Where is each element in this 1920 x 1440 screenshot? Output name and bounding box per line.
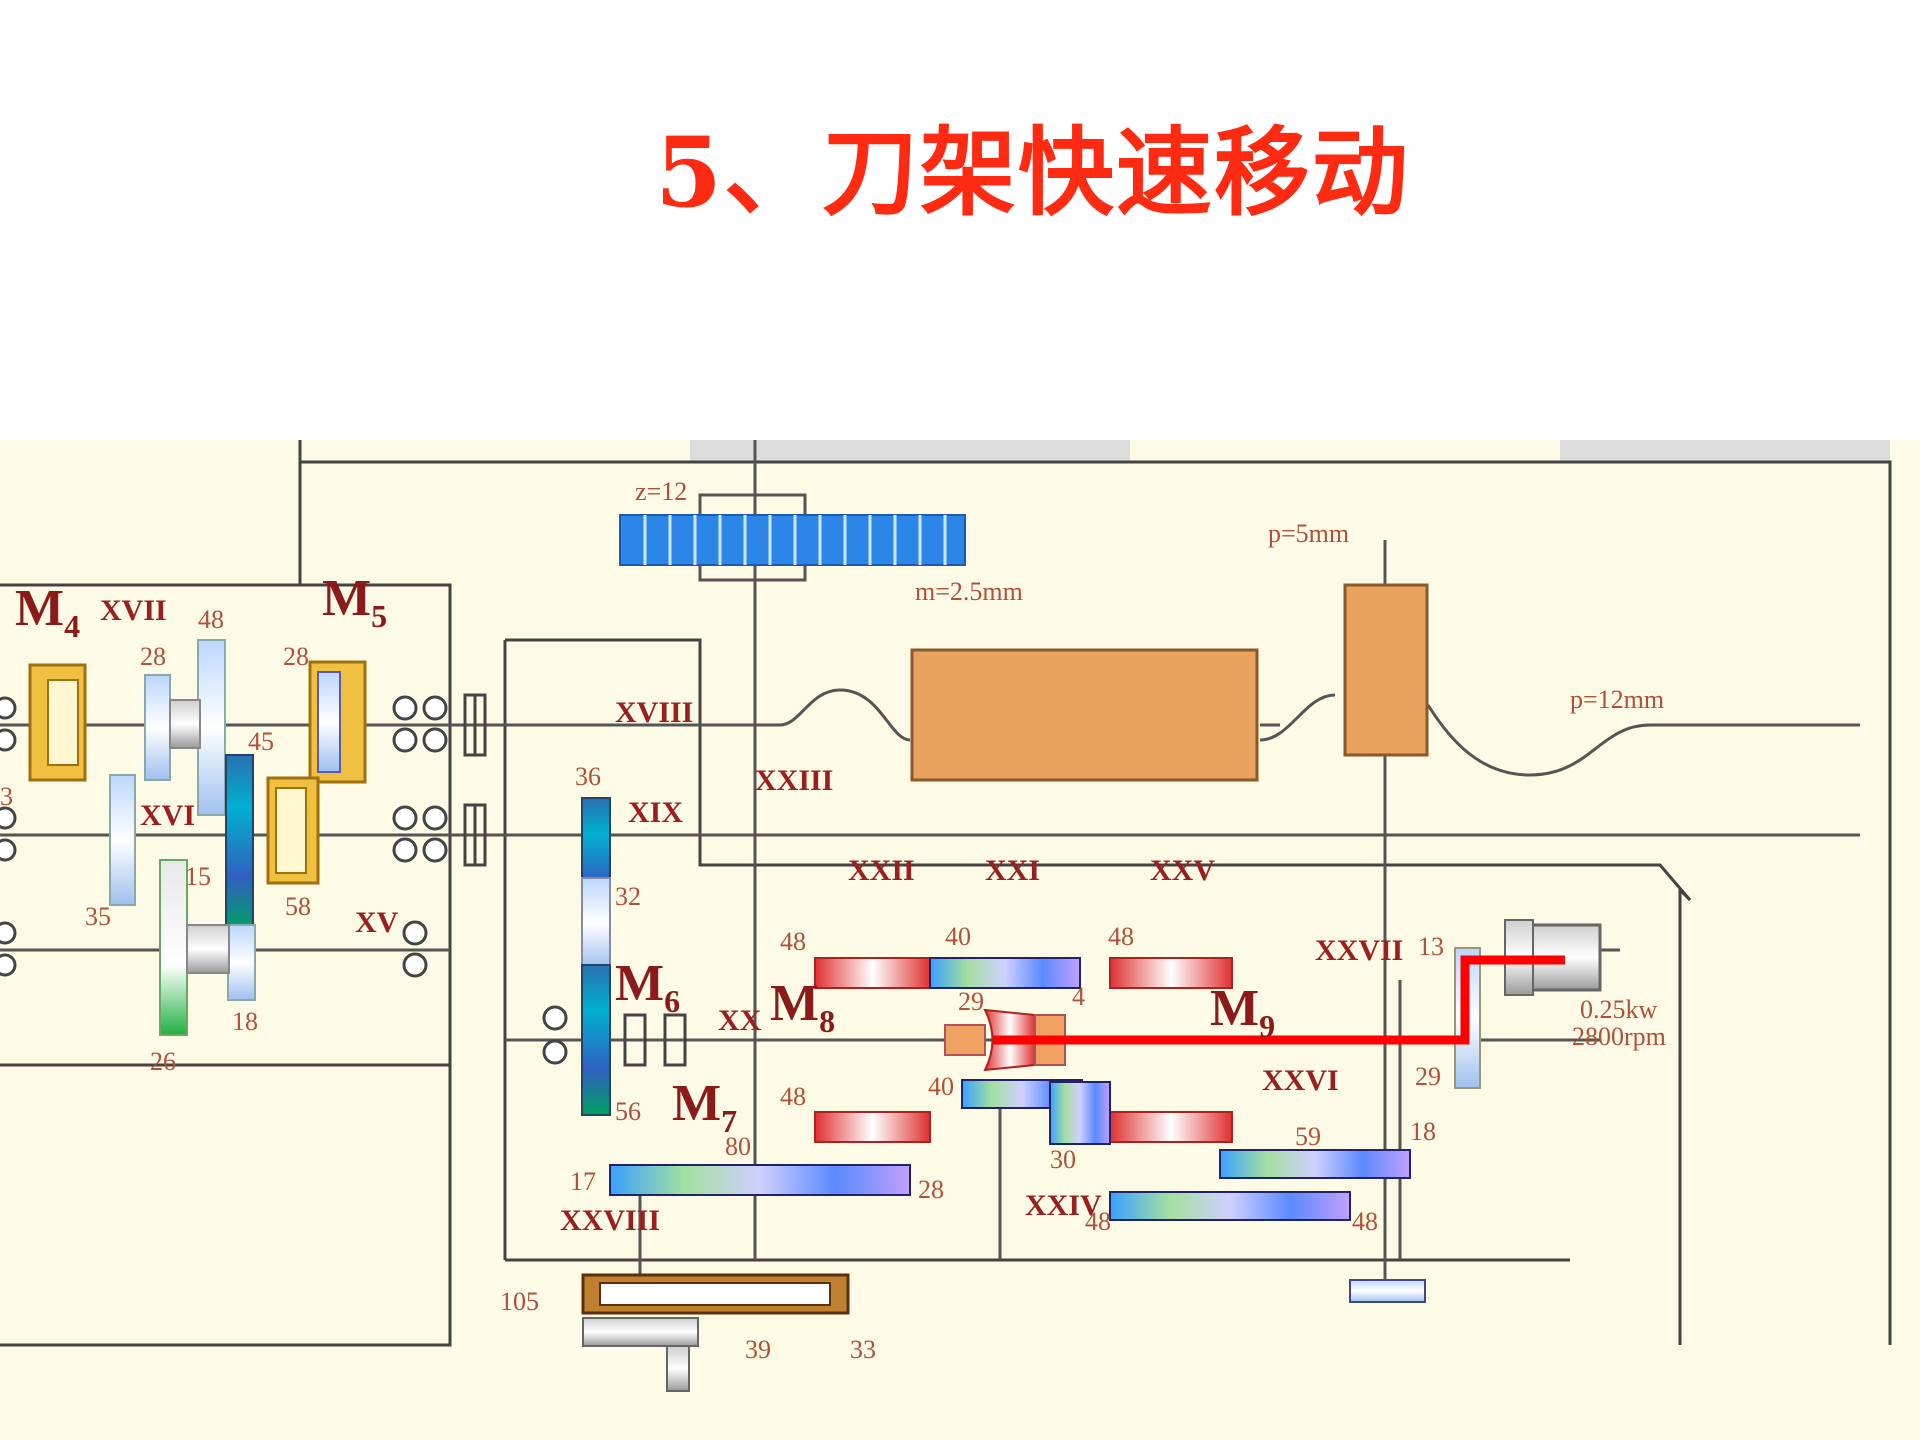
apron-spindle: [582, 1317, 699, 1347]
gear-label-56: 56: [615, 1097, 641, 1126]
label-shaft-xxii: XXII: [848, 854, 915, 887]
gear-48-xxiv: [1109, 1191, 1351, 1221]
bearings: [0, 695, 568, 1065]
gear-label-35: 35: [85, 902, 111, 931]
gear-label-3: 3: [0, 782, 13, 811]
gear-32-xix: [581, 877, 611, 969]
clutch-m4: [28, 663, 87, 782]
label-shaft-xxiii: XXIII: [755, 764, 833, 797]
fast-traverse-path: [993, 955, 1565, 1045]
gear-48-upper-right: [1109, 957, 1233, 989]
label-shaft-xvi: XVI: [140, 799, 195, 832]
label-m4: M4: [15, 580, 80, 644]
gear-label-40a: 40: [945, 922, 971, 951]
apron-bottom-inner: [599, 1282, 831, 1306]
cross-pitch-label: p=5mm: [1268, 519, 1349, 548]
motor-power-label: 0.25kw: [1580, 995, 1658, 1024]
gear-17-80-28: [609, 1164, 911, 1196]
label-shaft-xxiv: XXIV: [1025, 1189, 1102, 1222]
gear-48-lower-right: [1109, 1111, 1233, 1143]
clutch-m5-lower: [266, 776, 320, 885]
hub-xvii: [169, 699, 201, 749]
gear-label-48c: 48: [1108, 922, 1134, 951]
gear-18: [227, 924, 256, 1001]
gear-48-lower-left: [814, 1111, 931, 1143]
gear-label-18b: 18: [1410, 1117, 1436, 1146]
label-m6: M6: [615, 955, 680, 1019]
label-shaft-xv: XV: [355, 906, 399, 939]
label-m8: M8: [770, 975, 835, 1039]
rack-teeth-label: z=12: [635, 477, 687, 506]
gear-56-xix: [581, 964, 611, 1116]
gear-label-80: 80: [725, 1132, 751, 1161]
gear-label-48a: 48: [198, 605, 224, 634]
gear-label-29b: 29: [1415, 1062, 1441, 1091]
gear-label-105: 105: [500, 1287, 539, 1316]
gear-label-48d: 48: [780, 1082, 806, 1111]
gear-label-36: 36: [575, 762, 601, 791]
label-shaft-xxvii: XXVII: [1315, 934, 1403, 967]
gear-label-26: 26: [150, 1047, 176, 1076]
handwheel-base: [1349, 1279, 1426, 1303]
clutch-m5: [308, 660, 367, 784]
apron-spindle-shaft: [666, 1345, 690, 1392]
label-m7: M7: [672, 1075, 737, 1139]
gear-45-teal: [225, 754, 254, 931]
gear-label-15: 15: [185, 862, 211, 891]
cross-slide-block: [1343, 583, 1429, 757]
gear-label-58: 58: [285, 892, 311, 921]
gear-label-39: 39: [745, 1335, 771, 1364]
top-housing-strip: [690, 440, 1130, 462]
label-shaft-xix: XIX: [628, 796, 683, 829]
gear-59: [1219, 1149, 1411, 1179]
gear-label-13: 13: [1418, 932, 1444, 961]
rack-gear: [619, 493, 966, 582]
label-shaft-xxvi: XXVI: [1262, 1064, 1339, 1097]
rack-module-label: m=2.5mm: [915, 577, 1023, 606]
gear-label-17: 17: [570, 1167, 596, 1196]
gear-30: [1049, 1081, 1111, 1145]
label-shaft-xxv: XXV: [1150, 854, 1215, 887]
gear-label-48e: 48: [1352, 1207, 1378, 1236]
couplings: [463, 693, 687, 1067]
gear-label-48f: 48: [1085, 1207, 1111, 1236]
gear-label-28c: 28: [918, 1175, 944, 1204]
motor-speed-label: 2800rpm: [1572, 1022, 1666, 1051]
label-shaft-xviii: XVIII: [615, 696, 693, 729]
gear-26: [159, 859, 188, 1036]
hub-xvi: [186, 924, 230, 974]
gear-label-33: 33: [850, 1335, 876, 1364]
label-shaft-xx: XX: [718, 1004, 762, 1037]
gear-label-45: 45: [248, 727, 274, 756]
label-m5: M5: [322, 570, 387, 634]
gear-label-48b: 48: [780, 927, 806, 956]
gear-label-29a: 29: [958, 987, 984, 1016]
gear-label-4: 4: [1072, 982, 1085, 1011]
lead-pitch-label: p=12mm: [1570, 685, 1664, 714]
gear-label-30: 30: [1050, 1145, 1076, 1174]
top-housing-strip-right: [1560, 440, 1890, 462]
gear-label-59: 59: [1295, 1122, 1321, 1151]
gear-label-28a: 28: [140, 642, 166, 671]
label-shaft-xxi: XXI: [985, 854, 1040, 887]
label-shaft-xvii: XVII: [100, 594, 167, 627]
slide-title: 5、刀架快速移动: [655, 116, 1410, 229]
gear-label-28b: 28: [283, 642, 309, 671]
gear-48-xvii: [197, 639, 226, 816]
carriage-block: [910, 648, 1259, 782]
gear-label-18: 18: [232, 1007, 258, 1036]
gear-28-xvii: [144, 674, 171, 781]
gear-label-40b: 40: [928, 1072, 954, 1101]
gear-40-upper: [929, 957, 1081, 989]
lathe-transmission-diagram: M4 M5 M6 M7 M8 M9 XVII XVI XV XVIII XIX …: [0, 440, 1920, 1440]
gear-35-xvi: [109, 774, 136, 906]
label-shaft-xxviii: XXVIII: [560, 1204, 660, 1237]
housing-frame: [0, 440, 1892, 1347]
gear-48-upper-left: [814, 957, 931, 989]
gear-label-32: 32: [615, 882, 641, 911]
label-m9: M9: [1210, 980, 1275, 1044]
